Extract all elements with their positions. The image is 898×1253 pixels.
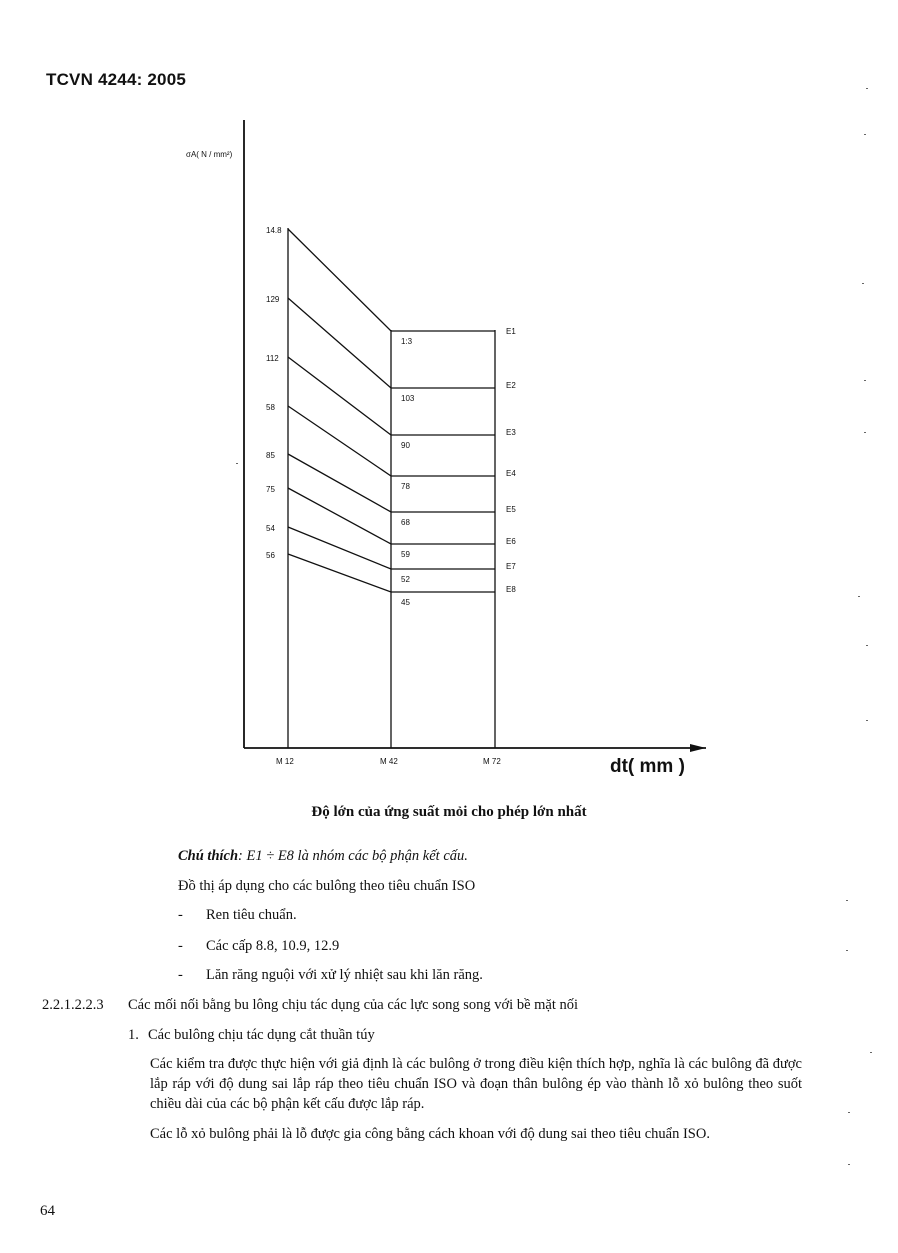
list-item: - Lăn răng nguội với xử lý nhiệt sau khi … <box>178 967 483 984</box>
figure-caption: Độ lớn của ứng suất mỏi cho phép lớn nhấ… <box>311 804 587 820</box>
scan-speck <box>862 283 864 284</box>
series-line-e5 <box>287 453 495 513</box>
fatigue-stress-chart: 14.8 1:3 E1 129 103 E2 112 90 E3 58 78 E4 85 68 E5 75 59… <box>186 120 706 777</box>
scan-speck <box>870 1052 872 1053</box>
scan-speck <box>866 645 868 646</box>
scan-speck <box>864 134 866 135</box>
scan-speck <box>866 720 868 721</box>
scan-speck <box>846 950 848 951</box>
right-value-label: 90 <box>401 441 410 450</box>
scan-speck <box>858 596 860 597</box>
series-name-label: E3 <box>506 428 516 437</box>
bullet-dash: - <box>178 967 183 983</box>
list-item: - Ren tiêu chuẩn. <box>178 907 297 924</box>
right-value-label: 68 <box>401 518 410 527</box>
series-name-label: E8 <box>506 585 516 594</box>
left-value-label: 56 <box>266 551 275 560</box>
note: Chú thích: E1 ÷ E8 là nhóm các bộ phận k… <box>178 848 468 865</box>
x-tick-label: M 42 <box>380 757 398 766</box>
numbered-item: 1. Các bulông chịu tác dụng cắt thuần túy <box>128 1027 375 1044</box>
series-name-label: E5 <box>506 505 516 514</box>
scan-speck <box>848 1164 850 1165</box>
series-line-e7 <box>287 526 495 570</box>
section-title: Các mối nối bằng bu lông chịu tác dụng c… <box>128 997 579 1013</box>
right-value-label: 59 <box>401 550 410 559</box>
scan-speck <box>848 1112 850 1113</box>
bullet-text: Các cấp 8.8, 10.9, 12.9 <box>206 938 340 954</box>
left-value-label: 54 <box>266 524 275 533</box>
paragraph: Các lỗ xỏ bulông phải là lỗ được gia côn… <box>150 1126 710 1142</box>
item-number: 1. <box>128 1027 139 1043</box>
scan-speck <box>236 463 238 464</box>
item-title: Các bulông chịu tác dụng cắt thuần túy <box>148 1027 375 1043</box>
bullet-text: Ren tiêu chuẩn. <box>206 907 297 923</box>
left-value-label: 112 <box>266 354 279 363</box>
right-value-label: 45 <box>401 598 410 607</box>
series-name-label: E1 <box>506 327 516 336</box>
scan-speck <box>864 380 866 381</box>
x-tick-label: M 12 <box>276 757 294 766</box>
series-name-label: E2 <box>506 381 516 390</box>
list-item: - Các cấp 8.8, 10.9, 12.9 <box>178 938 339 955</box>
series-name-label: E7 <box>506 562 516 571</box>
left-value-label: 58 <box>266 403 275 412</box>
right-value-label: 103 <box>401 394 415 403</box>
series-line-e4 <box>287 405 495 477</box>
series-name-label: E6 <box>506 537 516 546</box>
bullet-dash: - <box>178 938 183 954</box>
series-line-e8 <box>287 553 495 593</box>
bullet-text: Lăn răng nguội với xử lý nhiệt sau khi l… <box>206 967 483 983</box>
x-axis-label: dt( mm ) <box>610 756 685 777</box>
series-name-label: E4 <box>506 469 516 478</box>
right-value-label: 78 <box>401 482 410 491</box>
scan-speck <box>846 900 848 901</box>
series-line-e6 <box>287 487 495 545</box>
document-code: TCVN 4244: 2005 <box>46 70 187 89</box>
note-text: : E1 ÷ E8 là nhóm các bộ phận kết cấu. <box>238 848 468 864</box>
note-label: Chú thích <box>178 848 239 864</box>
scan-speck <box>864 432 866 433</box>
bullet-dash: - <box>178 907 183 923</box>
left-value-label: 75 <box>266 485 275 494</box>
right-value-label: 1:3 <box>401 337 413 346</box>
page-number: 64 <box>40 1203 55 1219</box>
paragraph: Các kiểm tra được thực hiện với giả định… <box>150 1056 802 1112</box>
series-line-e2 <box>287 297 495 389</box>
series-line-e1 <box>287 228 495 332</box>
right-value-label: 52 <box>401 575 410 584</box>
section-heading: 2.2.1.2.2.3 Các mối nối bằng bu lông chịu… <box>42 997 578 1014</box>
intro-text: Đồ thị áp dụng cho các bulông theo tiêu … <box>178 878 476 894</box>
left-value-label: 129 <box>266 295 280 304</box>
left-value-label: 85 <box>266 451 275 460</box>
scan-speck <box>866 88 868 89</box>
series-line-e3 <box>287 356 495 436</box>
section-number: 2.2.1.2.2.3 <box>42 997 104 1013</box>
y-axis-label: σA( N / mm²) <box>186 150 233 159</box>
x-axis-arrow <box>690 744 706 752</box>
x-tick-label: M 72 <box>483 757 501 766</box>
left-value-label: 14.8 <box>266 226 282 235</box>
